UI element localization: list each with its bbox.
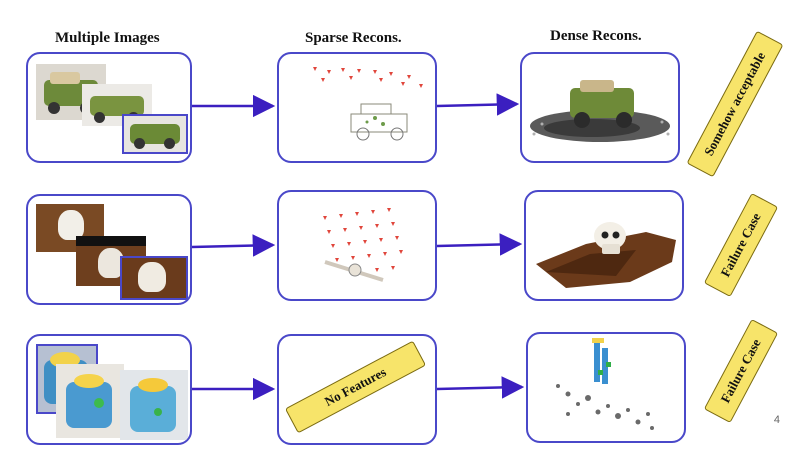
dense-recons-box-jeep	[520, 52, 680, 163]
sparse-point-cloud-skull	[323, 208, 403, 282]
photo-skull-3	[120, 256, 188, 300]
sparse-recons-box-skull	[277, 190, 437, 301]
header-sparse-recons: Sparse Recons.	[305, 30, 402, 46]
dense-recons-box-cube	[526, 332, 686, 443]
arrow-skull-images-to-sparse	[191, 234, 276, 257]
header-dense-recons: Dense Recons.	[550, 28, 642, 44]
photo-cube-2	[56, 364, 124, 438]
input-images-box-skull	[26, 194, 192, 305]
page-number: 4	[773, 414, 780, 426]
arrow-jeep-sparse-to-dense	[436, 93, 520, 116]
input-images-box-cube	[26, 334, 192, 445]
failure-case-banner-skull: Failure Case	[703, 192, 779, 298]
header-multiple-images: Multiple Images	[55, 30, 160, 46]
dense-model-cube	[556, 338, 654, 430]
input-images-box-jeep	[26, 52, 192, 163]
dense-recons-box-skull	[524, 190, 684, 301]
dense-model-jeep	[530, 80, 670, 142]
photo-cube-3	[120, 370, 188, 440]
photo-jeep-3	[122, 114, 188, 154]
somehow-acceptable-banner: Somehow acceptable	[686, 30, 784, 178]
dense-model-skull	[536, 222, 676, 288]
failure-case-banner-cube: Failure Case	[703, 318, 779, 424]
arrow-cube-sparse-to-dense	[436, 376, 525, 399]
sparse-recons-box-jeep	[277, 52, 437, 163]
arrow-skull-sparse-to-dense	[436, 233, 523, 256]
sparse-point-cloud-jeep	[313, 67, 423, 141]
